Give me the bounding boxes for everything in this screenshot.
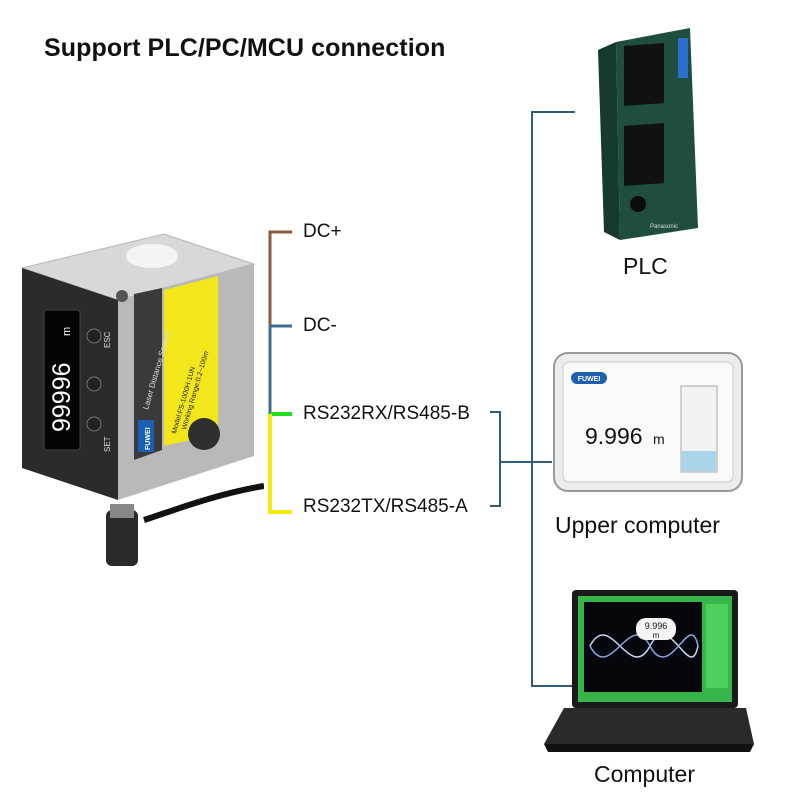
upper-computer-unit: m <box>653 431 665 447</box>
sensor-brand: FUWEI <box>145 427 152 450</box>
sensor-button-set: SET <box>103 436 112 452</box>
page-title: Support PLC/PC/MCU connection <box>44 34 446 62</box>
upper-computer-device-image: FUWEI 9.996 m <box>553 352 743 492</box>
wire-label-tx: RS232TX/RS485-A <box>303 496 468 517</box>
wire-tx <box>268 414 292 514</box>
plc-label: PLC <box>623 253 668 279</box>
upper-computer-brand: FUWEI <box>578 376 601 383</box>
wire-label-dc-plus: DC+ <box>303 221 342 242</box>
computer-device-image: 9.996 m <box>544 590 754 752</box>
sensor-display-unit: m <box>61 327 73 336</box>
sensor-button-esc: ESC <box>103 331 112 348</box>
plc-brand: Panasonic <box>650 224 678 230</box>
computer-unit: m <box>653 631 660 640</box>
upper-computer-label: Upper computer <box>555 512 720 538</box>
upper-computer-reading: 9.996 <box>585 423 643 449</box>
wire-dc-plus <box>268 230 292 326</box>
computer-reading: 9.996 <box>645 621 668 631</box>
wire-dc-minus <box>268 324 292 414</box>
laser-distance-sensor: 99996 m ESC SET FUWEI Laser Distance Sen… <box>20 233 264 566</box>
signal-bracket <box>490 411 532 507</box>
device-bus <box>531 111 575 687</box>
computer-label: Computer <box>594 761 695 787</box>
wire-label-rx: RS232RX/RS485-B <box>303 403 470 424</box>
wire-label-dc-minus: DC- <box>303 315 337 336</box>
sensor-display-value: 99996 <box>48 362 76 432</box>
plc-device-image: Panasonic <box>598 28 698 240</box>
